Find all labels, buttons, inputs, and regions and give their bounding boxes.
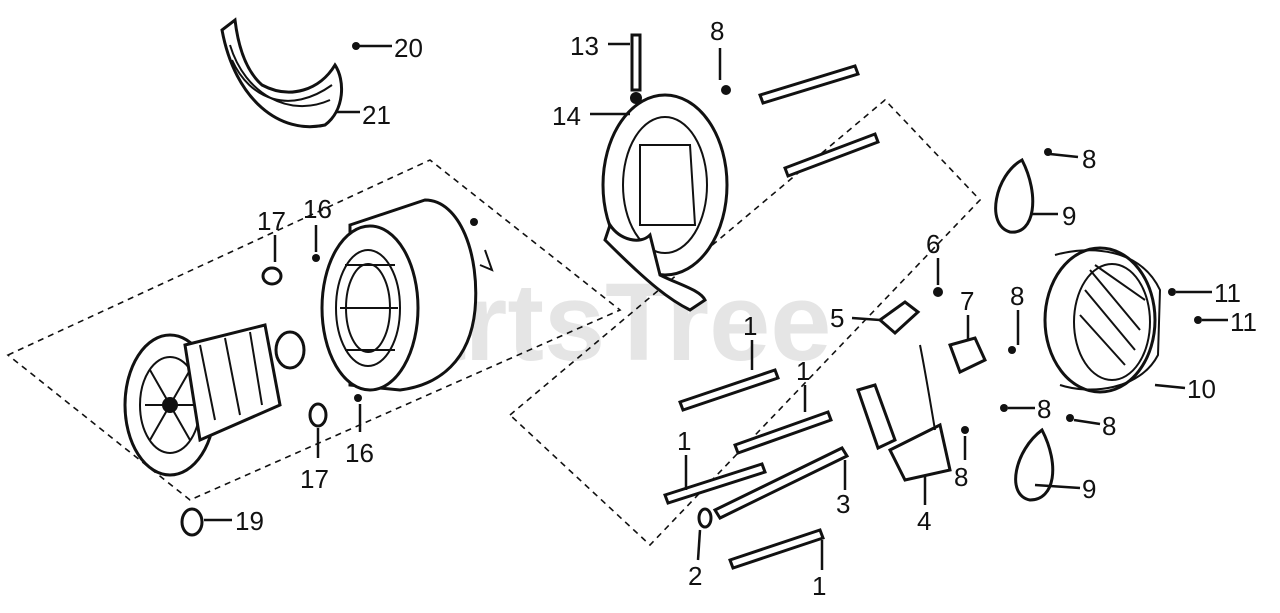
bolt-part-8-lower-right: [1066, 414, 1074, 422]
wire-loop-part-9-upper: [994, 157, 1035, 234]
bolt-part-8-lower-mid: [1000, 404, 1008, 412]
callout-8-mid: 8: [1010, 281, 1024, 311]
part-20-dot: [352, 42, 360, 50]
end-cover-part-10: [1043, 246, 1162, 394]
screw-part-13: [630, 33, 642, 92]
bracket-part-7: [948, 336, 987, 375]
bolt-part-1-a: [678, 368, 780, 412]
ring-part-19: [180, 507, 204, 537]
washer-part-2: [697, 507, 713, 529]
callout-11-lower: 11: [1230, 307, 1257, 337]
screw-part-11-lower: [1194, 316, 1202, 324]
screw-part-6: [933, 287, 943, 297]
callout-13: 13: [570, 31, 599, 61]
callout-1-d: 1: [812, 571, 826, 601]
callout-1-a: 1: [743, 311, 757, 341]
callout-9-lower: 9: [1082, 474, 1096, 504]
callout-8-lower-right: 8: [1102, 411, 1116, 441]
clip-part-5: [877, 300, 921, 336]
callout-9-upper: 9: [1062, 201, 1076, 231]
part-16-upper: [312, 254, 320, 262]
callout-8-top: 8: [710, 16, 724, 46]
callout-1-b: 1: [796, 356, 810, 386]
clip-part-14: [630, 92, 642, 104]
callout-4: 4: [917, 506, 931, 536]
callout-8-right-upper: 8: [1082, 144, 1096, 174]
callout-2: 2: [688, 561, 702, 591]
long-bolt-lower: [783, 132, 880, 178]
callout-16-upper: 16: [303, 194, 332, 224]
belt-part-21: [220, 17, 344, 129]
callout-20: 20: [394, 33, 423, 63]
callout-labels: 20 21 13 8 14 8 9 17 16 6 5 7 8 11 11 10…: [235, 16, 1257, 601]
long-bolt-upper: [758, 64, 860, 105]
callout-17-lower: 17: [300, 464, 329, 494]
callout-6: 6: [926, 229, 940, 259]
callout-5: 5: [830, 303, 844, 333]
callout-14: 14: [552, 101, 581, 131]
part-16-lower: [354, 394, 362, 402]
washer-part-17-lower: [308, 402, 328, 428]
brush-holder-part-4: [856, 344, 952, 482]
callout-21: 21: [362, 100, 391, 130]
callout-7: 7: [960, 286, 974, 316]
callout-17-upper: 17: [257, 206, 286, 236]
bolt-part-8-lower-left: [961, 426, 969, 434]
rotor-assembly: [123, 323, 306, 477]
bolt-part-8-mid: [1008, 346, 1016, 354]
frame-boundary: [508, 98, 982, 547]
bolt-part-8-top: [721, 85, 731, 95]
callout-16-lower: 16: [345, 438, 374, 468]
callout-8-lower-left: 8: [954, 462, 968, 492]
washer-part-17-upper: [261, 266, 283, 286]
callout-1-c: 1: [677, 426, 691, 456]
leader-lines: [204, 42, 1228, 570]
end-frame-housing: [601, 93, 729, 312]
callout-10: 10: [1187, 374, 1216, 404]
callout-8-lower-mid: 8: [1037, 394, 1051, 424]
bolt-part-1-c: [663, 462, 767, 505]
wire-loop-part-9-lower: [1014, 427, 1055, 502]
callout-11-upper: 11: [1214, 278, 1241, 308]
callout-19: 19: [235, 506, 264, 536]
rod-part-3: [712, 446, 850, 520]
screw-part-11-upper: [1168, 288, 1176, 296]
callout-3: 3: [836, 489, 850, 519]
bolt-part-1-b: [733, 410, 833, 455]
rotor-stator-boundary: [6, 159, 622, 501]
stator-assembly: [320, 198, 494, 392]
bolt-part-1-d: [728, 528, 825, 570]
